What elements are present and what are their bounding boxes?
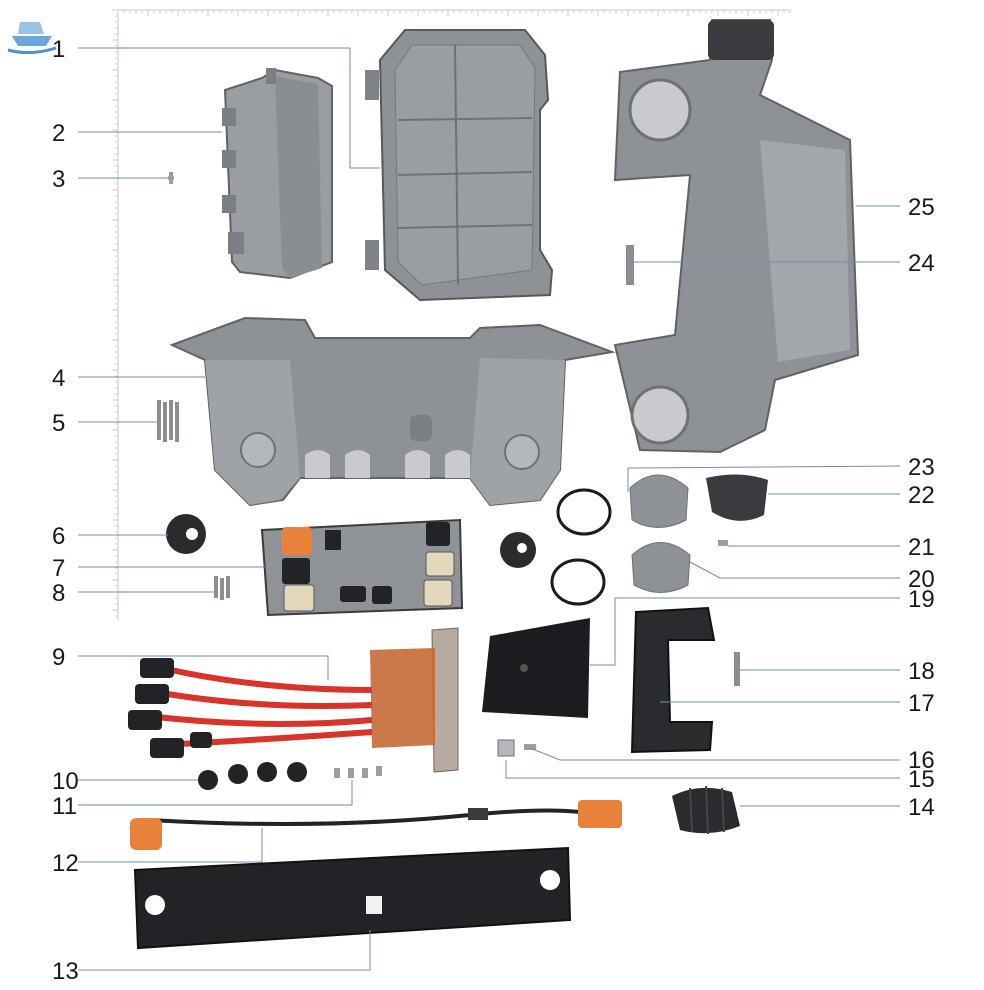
label-18: 18 <box>908 658 935 685</box>
part-9-harness <box>128 627 459 773</box>
label-22: 22 <box>908 482 935 509</box>
part-2-bracket <box>222 68 333 280</box>
part-5-screws <box>157 400 179 442</box>
part-6-grommet <box>166 514 206 554</box>
label-16: 16 <box>908 747 935 774</box>
label-11: 11 <box>52 793 77 820</box>
label-7: 7 <box>52 555 65 582</box>
part-13-rail <box>133 846 572 950</box>
part-4-base-frame <box>169 316 616 507</box>
part-15-clip <box>497 739 515 757</box>
label-17: 17 <box>908 690 935 717</box>
label-21: 21 <box>908 534 935 561</box>
label-1: 1 <box>52 36 65 63</box>
leader-lines <box>78 47 901 971</box>
label-14: 14 <box>908 794 935 821</box>
label-23: 23 <box>908 454 935 481</box>
leader-9 <box>78 655 329 680</box>
label-9: 9 <box>52 644 65 671</box>
ruler-icon <box>112 9 791 620</box>
part-7-control-box <box>260 518 464 617</box>
leader-19 <box>590 597 900 666</box>
label-4: 4 <box>52 365 65 392</box>
label-13: 13 <box>52 958 79 985</box>
leader-23 <box>627 465 901 492</box>
part-20-cap <box>631 542 691 593</box>
part-16-screw <box>524 744 536 750</box>
part-17-u-frame <box>630 606 716 754</box>
leader-13 <box>78 930 371 971</box>
label-10: 10 <box>52 768 79 795</box>
label-8: 8 <box>52 580 65 607</box>
part-1-cover <box>365 29 554 302</box>
label-3: 3 <box>52 166 65 193</box>
label-20: 20 <box>908 566 935 593</box>
leader-15 <box>505 760 900 779</box>
part-3-screw <box>168 172 174 184</box>
part-19-panel <box>482 618 590 718</box>
label-19: 19 <box>908 586 935 613</box>
leader-16 <box>529 747 900 761</box>
part-18-screws <box>734 652 740 686</box>
part-24-screws <box>626 245 634 285</box>
label-15: 15 <box>908 766 935 793</box>
label-25: 25 <box>908 194 935 221</box>
part-12-cable <box>130 800 622 850</box>
ship-logo-icon <box>7 22 57 55</box>
leader-1 <box>78 47 380 169</box>
label-12: 12 <box>52 850 79 877</box>
part-23-cap <box>500 474 689 606</box>
label-24: 24 <box>908 250 935 277</box>
part-10-plugs <box>198 762 307 790</box>
part-11-bolts <box>334 766 382 778</box>
part-22-cap <box>706 474 768 521</box>
leader-11 <box>78 780 353 806</box>
callout-labels: 1 2 3 4 5 6 7 8 9 10 11 12 13 14 15 16 1… <box>52 36 935 985</box>
part-8-screws <box>214 576 230 600</box>
leader-20 <box>689 561 900 579</box>
part-21-screws <box>718 540 728 546</box>
leader-12 <box>78 828 263 863</box>
label-5: 5 <box>52 410 65 437</box>
label-2: 2 <box>52 120 65 147</box>
label-6: 6 <box>52 523 65 550</box>
part-14-boot <box>672 785 740 835</box>
part-25-side-frame <box>613 19 860 454</box>
